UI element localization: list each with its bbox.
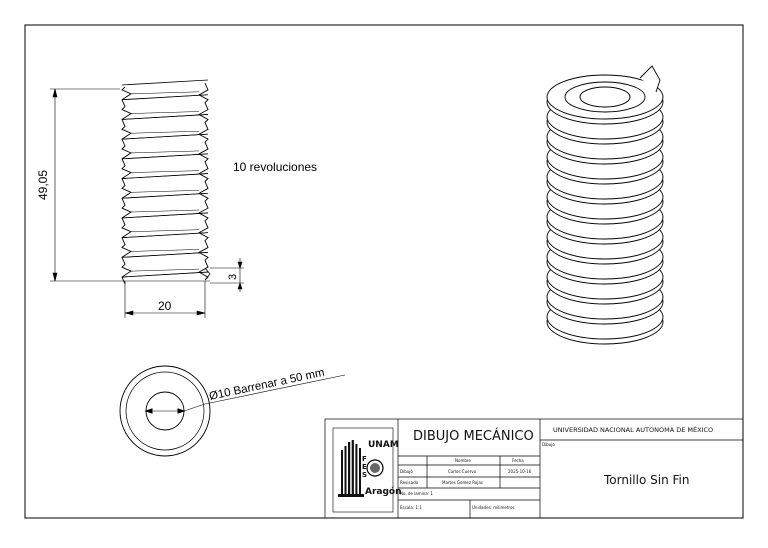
width-dim-text: 20 bbox=[158, 299, 172, 313]
logo-unam-text: UNAM bbox=[368, 440, 399, 450]
logo-e-letter: E bbox=[362, 463, 367, 471]
height-dim-text: 49,05 bbox=[36, 170, 50, 200]
thread-minor-line bbox=[130, 91, 200, 95]
unidades-label: Unidades: milimetros bbox=[472, 505, 515, 510]
university-name: UNIVERSIDAD NACIONAL AUTONOMA DE MÉXICO bbox=[553, 426, 714, 434]
thread-minor-line bbox=[130, 190, 200, 193]
top-view bbox=[119, 365, 346, 457]
reviso-label: Revisado bbox=[400, 480, 419, 485]
thread-end-notch bbox=[204, 267, 211, 281]
spring-top-hole bbox=[579, 86, 631, 108]
unam-logo bbox=[332, 427, 394, 513]
col-nombre-header: Nombre bbox=[455, 458, 471, 463]
thread-minor-line bbox=[130, 150, 200, 154]
thread-minor-line bbox=[130, 130, 200, 134]
thread-crest-line bbox=[121, 133, 209, 140]
dibujo-name: Carlos Cuervo bbox=[448, 469, 477, 474]
thread-crest-line bbox=[121, 192, 209, 199]
logo-f-letter: F bbox=[362, 455, 367, 463]
pitch-dimension bbox=[210, 258, 244, 292]
thread-crest-line bbox=[121, 79, 209, 86]
hole-note: Ø10 Barrenar a 50 mm bbox=[208, 367, 326, 403]
pitch-dim-text: 3 bbox=[227, 274, 239, 280]
thread-minor-line bbox=[130, 268, 200, 272]
spring-end-tab bbox=[639, 65, 661, 93]
thread-minor-line bbox=[130, 170, 200, 173]
thread-left-edge bbox=[121, 86, 132, 285]
escala-label: Escala: 1:1 bbox=[400, 505, 422, 510]
dibujo-date: 2025-10-16 bbox=[508, 469, 532, 474]
isometric-view bbox=[546, 65, 664, 345]
thread-minor-line bbox=[130, 111, 200, 114]
part-name: Tornillo Sin Fin bbox=[604, 473, 690, 487]
dibujo-label: Dibujó bbox=[400, 469, 413, 474]
reviso-name: Martes Gomez Rojas bbox=[442, 480, 483, 485]
title-block bbox=[324, 418, 744, 519]
thread-crest-line bbox=[121, 94, 209, 101]
thread-crest-line bbox=[121, 114, 209, 120]
thread-minor-line bbox=[130, 209, 200, 213]
revolutions-note: 10 revoluciones bbox=[233, 160, 317, 174]
thread-crest-line bbox=[121, 153, 209, 160]
logo-aragon-text: Aragón bbox=[365, 487, 402, 497]
thread-crest-line bbox=[121, 251, 209, 258]
course-title: DIBUJO MECÁNICO bbox=[413, 429, 534, 444]
thread-minor-line bbox=[130, 249, 200, 252]
thread-profile bbox=[121, 79, 211, 285]
lamina-label: No. de lamina: 1 bbox=[400, 491, 433, 496]
width-dimension bbox=[124, 281, 206, 318]
thread-crest-line bbox=[121, 271, 209, 278]
spring-coil bbox=[546, 74, 664, 120]
height-dimension bbox=[50, 88, 120, 282]
front-view bbox=[50, 79, 211, 285]
thread-right-edge bbox=[198, 82, 209, 281]
spring-top-ring bbox=[564, 81, 646, 113]
thread-crest-line bbox=[121, 173, 209, 179]
dibujo-field-label: Dibujo bbox=[542, 442, 555, 447]
thread-minor-line bbox=[130, 229, 200, 232]
thread-crest-line bbox=[121, 232, 209, 239]
col-fecha-header: Fecha bbox=[512, 458, 524, 463]
logo-s-letter: S bbox=[362, 471, 368, 479]
thread-crest-line bbox=[121, 212, 209, 219]
